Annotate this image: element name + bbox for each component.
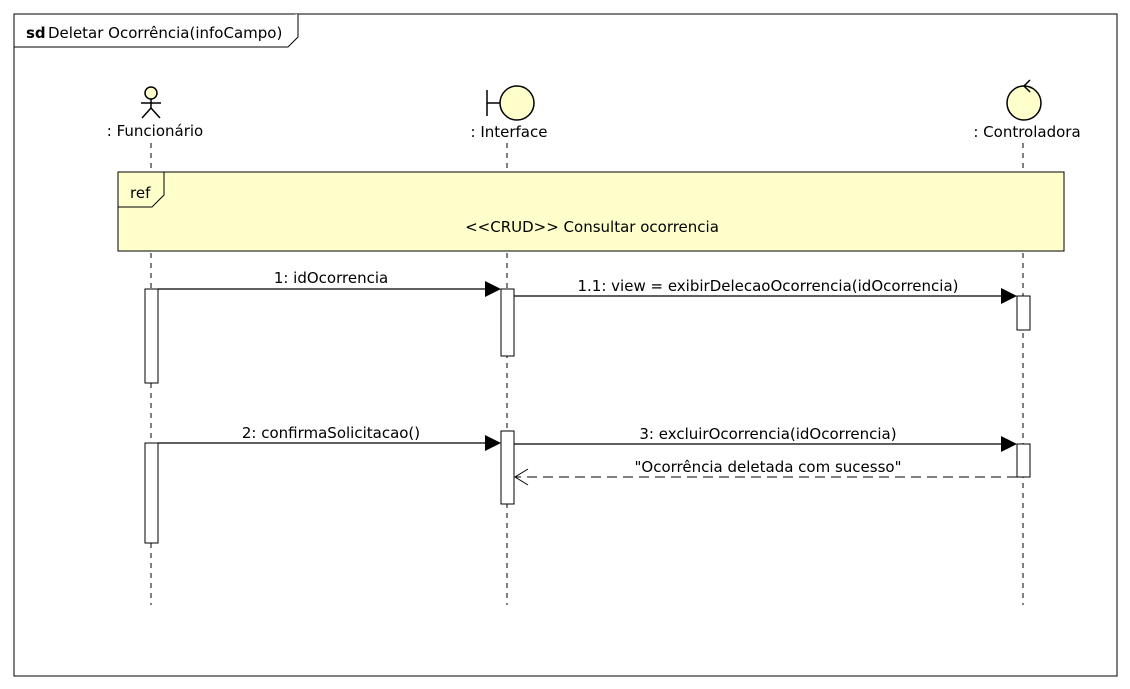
message-reply: "Ocorrência deletada com sucesso" bbox=[514, 458, 1017, 486]
message-label: 3: excluirOcorrencia(idOcorrencia) bbox=[639, 425, 896, 443]
arrowhead-filled bbox=[485, 281, 501, 297]
message-2: 2: confirmaSolicitacao() bbox=[158, 424, 501, 451]
arrowhead-open bbox=[514, 468, 529, 486]
ref-fragment-tab bbox=[118, 172, 165, 208]
control-icon bbox=[1006, 79, 1042, 121]
activation-controladora-1 bbox=[1016, 295, 1031, 331]
participant-label-funcionario: : Funcionário bbox=[107, 122, 203, 140]
message-label: 1: idOcorrencia bbox=[274, 269, 388, 287]
activation-funcionario-1 bbox=[144, 288, 159, 384]
frame-title: Deletar Ocorrência(infoCampo) bbox=[48, 24, 282, 42]
activation-funcionario-2 bbox=[144, 442, 159, 544]
message-1-1: 1.1: view = exibirDelecaoOcorrencia(idOc… bbox=[514, 277, 1017, 304]
ref-fragment bbox=[117, 171, 1065, 252]
message-1: 1: idOcorrencia bbox=[158, 269, 501, 297]
participant-label-interface: : Interface bbox=[471, 123, 548, 141]
frame-title-tab bbox=[14, 14, 299, 48]
ref-fragment-text: <<CRUD>> Consultar ocorrencia bbox=[465, 218, 719, 236]
diagram-frame bbox=[13, 13, 1118, 677]
activation-interface-2 bbox=[500, 430, 515, 505]
message-label: 1.1: view = exibirDelecaoOcorrencia(idOc… bbox=[578, 277, 959, 295]
frame-keyword: sd bbox=[26, 24, 46, 42]
arrowhead-filled bbox=[1001, 436, 1017, 452]
activation-controladora-2 bbox=[1016, 443, 1031, 478]
participant-label-controladora: : Controladora bbox=[973, 123, 1080, 141]
message-label: 2: confirmaSolicitacao() bbox=[242, 424, 420, 442]
actor-icon bbox=[141, 86, 161, 119]
arrowhead-filled bbox=[485, 435, 501, 451]
ref-keyword: ref bbox=[130, 184, 151, 202]
arrowhead-filled bbox=[1001, 288, 1017, 304]
message-3: 3: excluirOcorrencia(idOcorrencia) bbox=[514, 425, 1017, 452]
message-label: "Ocorrência deletada com sucesso" bbox=[635, 458, 902, 476]
boundary-icon bbox=[486, 85, 535, 121]
activation-interface-1 bbox=[500, 288, 515, 357]
